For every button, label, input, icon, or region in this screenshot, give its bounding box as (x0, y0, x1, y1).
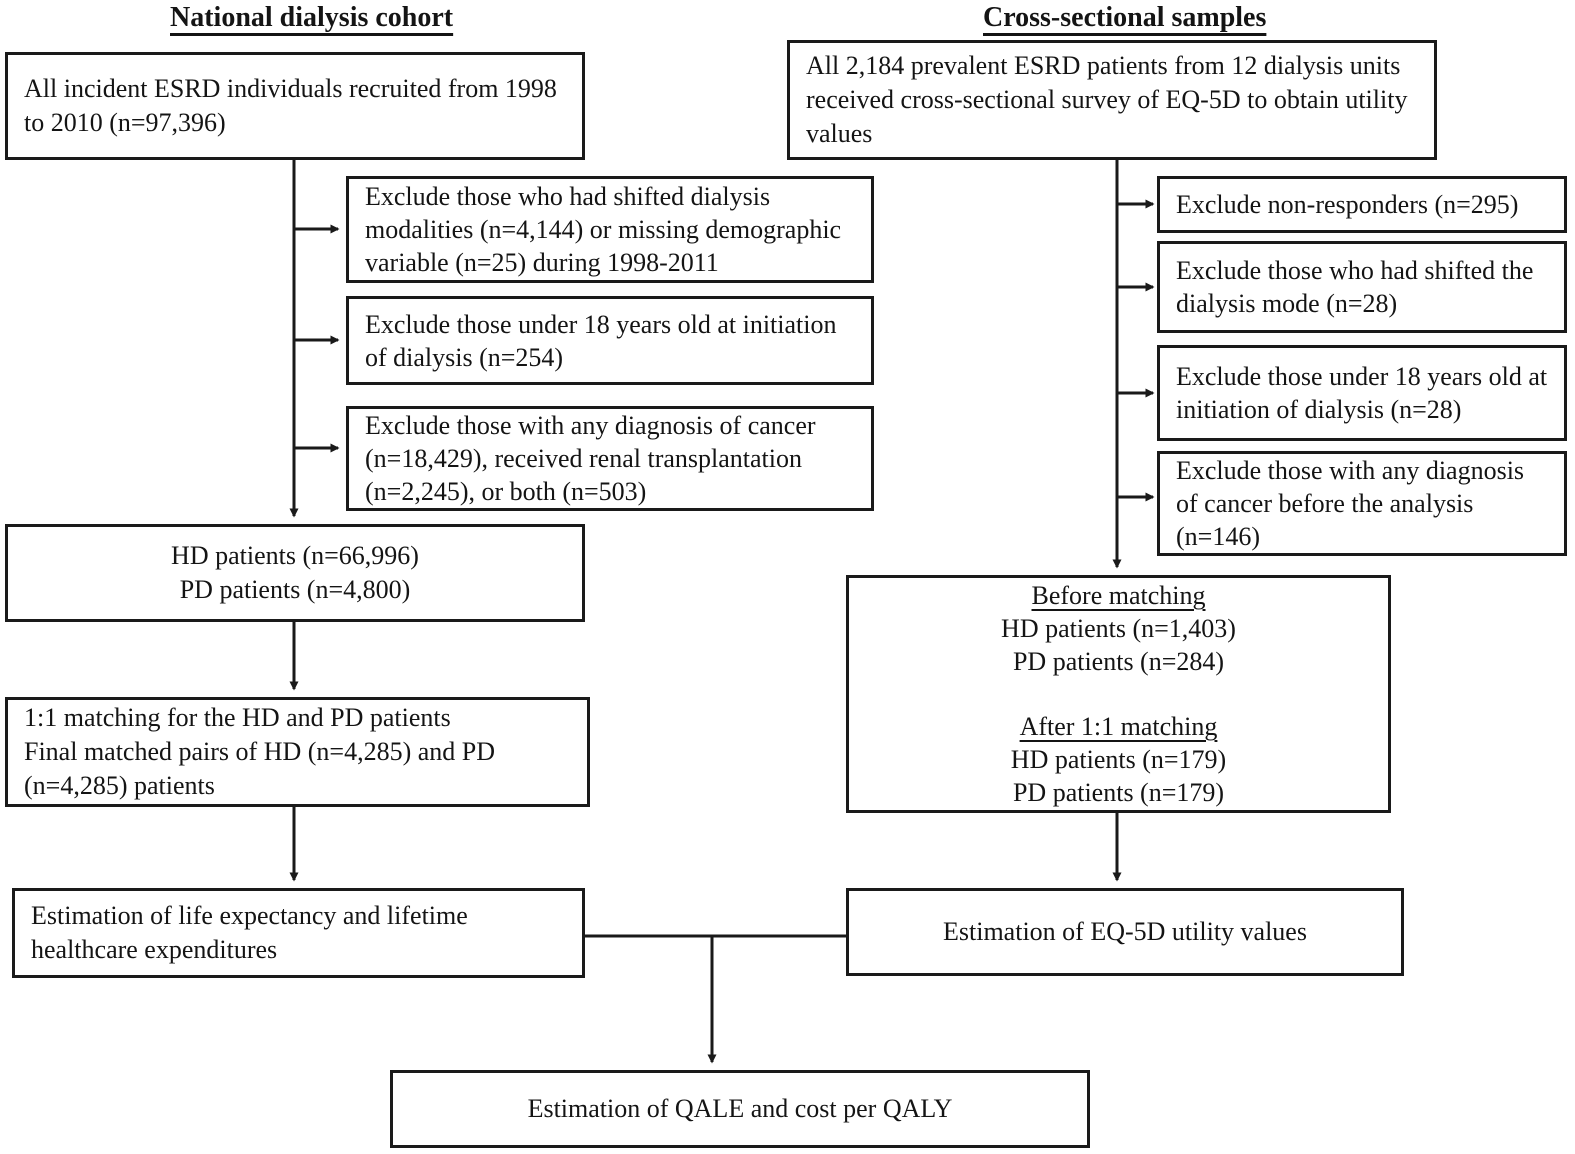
right-column-header: Cross-sectional samples (983, 2, 1267, 33)
box-recruited-cohort-text: All incident ESRD individuals recruited … (24, 74, 557, 137)
box-exclude-under-18-left: Exclude those under 18 years old at init… (346, 296, 874, 385)
box-estimation-eq5d: Estimation of EQ-5D utility values (846, 888, 1404, 976)
box-matching-left-line1: 1:1 matching for the HD and PD patients (24, 703, 451, 732)
box-exclude-non-responders: Exclude non-responders (n=295) (1157, 176, 1567, 233)
box-exclude-cancer-right-text: Exclude those with any diagnosis of canc… (1176, 456, 1525, 551)
box-exclude-non-responders-text: Exclude non-responders (n=295) (1176, 190, 1519, 219)
box-hd-pd-patients: HD patients (n=66,996) PD patients (n=4,… (5, 524, 585, 622)
box-before-after-matching: Before matching HD patients (n=1,403) PD… (846, 575, 1391, 813)
before-matching-hd: HD patients (n=1,403) (1001, 614, 1236, 643)
box-exclude-under-18-right-text: Exclude those under 18 years old at init… (1176, 362, 1548, 424)
pd-patients-line: PD patients (n=4,800) (179, 575, 411, 604)
after-matching-heading: After 1:1 matching (1019, 712, 1218, 741)
box-recruited-cohort: All incident ESRD individuals recruited … (5, 52, 585, 160)
before-matching-heading: Before matching (1031, 581, 1206, 610)
after-matching-hd: HD patients (n=179) (1010, 745, 1227, 774)
box-estimation-qale-qaly-text: Estimation of QALE and cost per QALY (527, 1094, 953, 1123)
box-exclude-shifted-mode: Exclude those who had shifted the dialys… (1157, 241, 1567, 333)
before-matching-pd: PD patients (n=284) (1012, 647, 1225, 676)
box-exclude-under-18-left-text: Exclude those under 18 years old at init… (365, 309, 837, 372)
box-exclude-shifted-modalities-text: Exclude those who had shifted dialysis m… (365, 182, 842, 277)
box-exclude-cancer-right: Exclude those with any diagnosis of canc… (1157, 451, 1567, 556)
box-matching-left: 1:1 matching for the HD and PD patients … (5, 697, 590, 807)
box-cross-sectional-survey-text: All 2,184 prevalent ESRD patients from 1… (806, 51, 1408, 148)
box-exclude-cancer-transplant: Exclude those with any diagnosis of canc… (346, 406, 874, 511)
box-cross-sectional-survey: All 2,184 prevalent ESRD patients from 1… (787, 40, 1437, 160)
after-matching-pd: PD patients (n=179) (1012, 778, 1225, 807)
box-exclude-cancer-transplant-text: Exclude those with any diagnosis of canc… (365, 411, 816, 506)
box-exclude-shifted-mode-text: Exclude those who had shifted the dialys… (1176, 256, 1534, 318)
box-estimation-qale-qaly: Estimation of QALE and cost per QALY (390, 1070, 1090, 1148)
box-exclude-shifted-modalities: Exclude those who had shifted dialysis m… (346, 176, 874, 283)
box-exclude-under-18-right: Exclude those under 18 years old at init… (1157, 345, 1567, 441)
hd-patients-line: HD patients (n=66,996) (171, 541, 419, 570)
box-estimation-eq5d-text: Estimation of EQ-5D utility values (943, 917, 1307, 946)
left-column-header: National dialysis cohort (170, 2, 454, 33)
box-matching-left-line2: Final matched pairs of HD (n=4,285) and … (24, 737, 496, 800)
box-estimation-life-expectancy-text: Estimation of life expectancy and lifeti… (31, 901, 468, 964)
box-estimation-life-expectancy: Estimation of life expectancy and lifeti… (12, 888, 585, 978)
